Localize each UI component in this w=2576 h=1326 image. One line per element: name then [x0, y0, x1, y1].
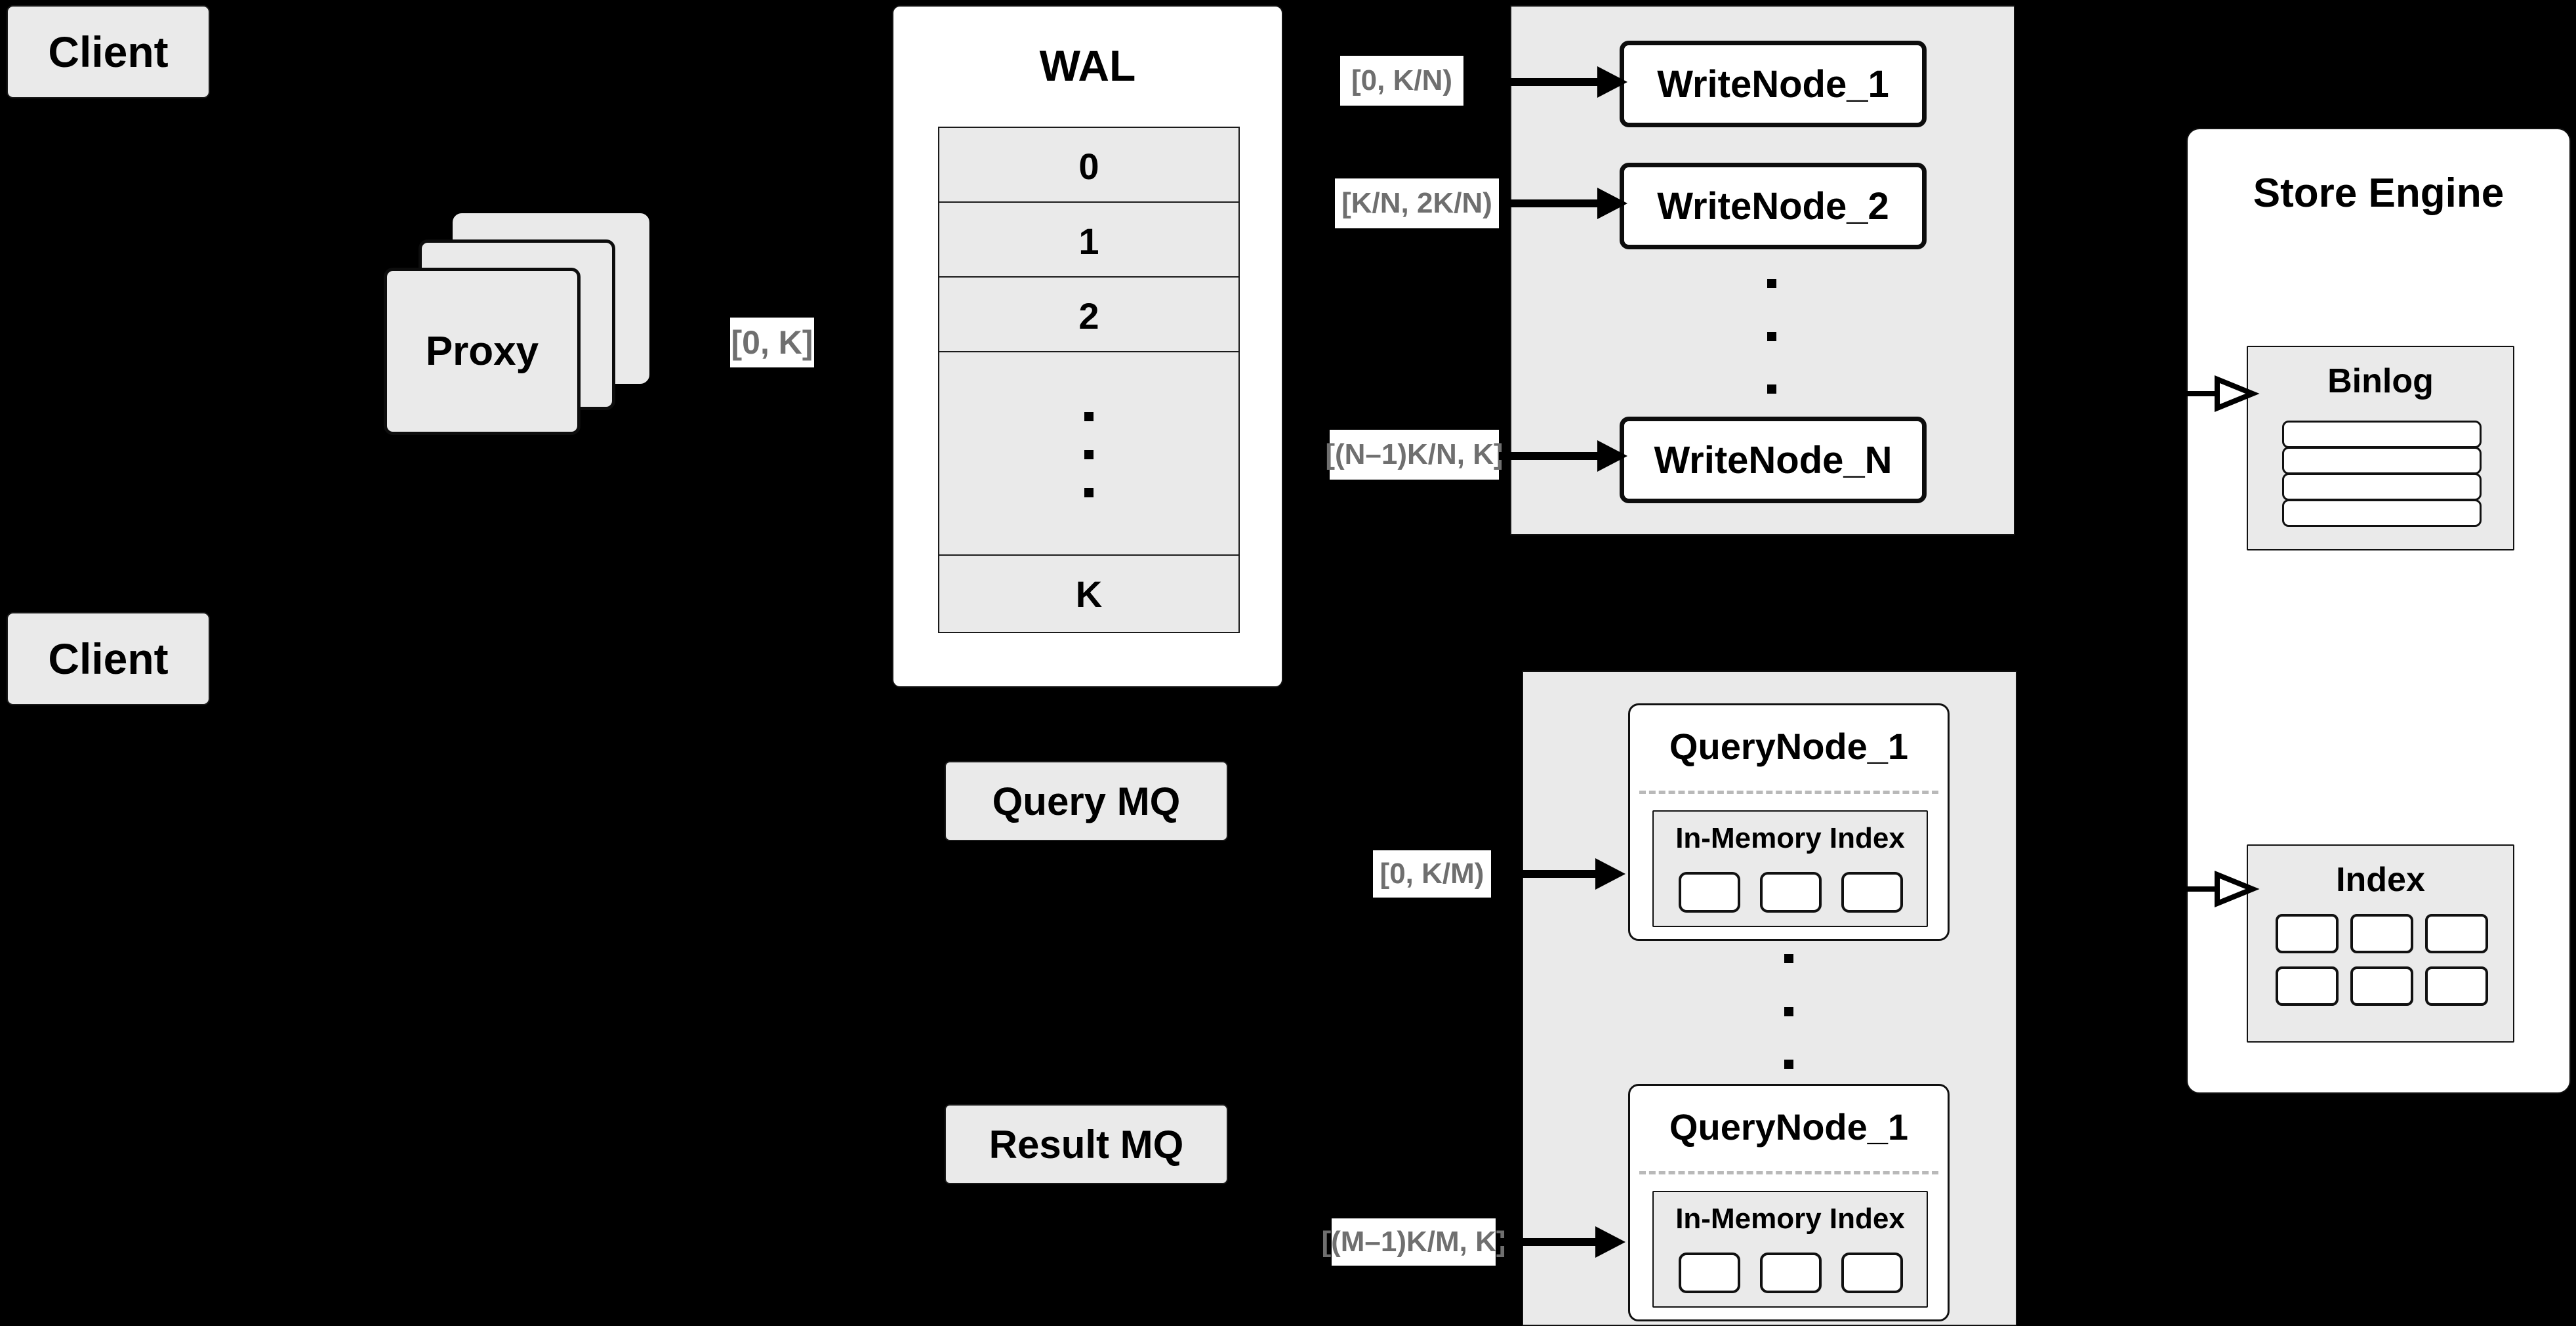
query-mq-box[interactable]: Query MQ: [945, 761, 1228, 841]
index-segment[interactable]: [1679, 1253, 1740, 1293]
write-node-2-arrow: [1499, 188, 1627, 219]
index-cell[interactable]: [2350, 966, 2413, 1006]
index-segment[interactable]: [1760, 1253, 1822, 1293]
write-node-label: WriteNode_2: [1657, 184, 1889, 228]
write-node-1-range-label: [0, K/N): [1340, 56, 1463, 106]
in-memory-index-1: In-Memory Index: [1652, 810, 1928, 927]
wal-panel: WAL 0 1 2 K: [892, 5, 1283, 688]
client-label: Client: [48, 634, 169, 683]
index-cell[interactable]: [2425, 966, 2488, 1006]
client-box-top[interactable]: Client: [7, 5, 210, 98]
wal-entry[interactable]: K: [938, 554, 1240, 633]
write-cluster-panel: WriteNode_1 WriteNode_2 WriteNode_N: [1510, 5, 2015, 535]
result-mq-box[interactable]: Result MQ: [945, 1104, 1228, 1184]
write-node-1[interactable]: WriteNode_1: [1620, 41, 1927, 127]
write-node-label: WriteNode_1: [1657, 62, 1889, 106]
write-node-label: WriteNode_N: [1654, 438, 1892, 482]
query-node-2-arrow: [1497, 1226, 1625, 1258]
index-segment[interactable]: [1841, 872, 1903, 913]
write-node-2-range-label: [K/N, 2K/N): [1335, 178, 1499, 228]
binlog-row[interactable]: [2282, 499, 2482, 527]
query-node-ellipsis-icon: [1779, 954, 1799, 1069]
binlog-row[interactable]: [2282, 447, 2482, 474]
range-text: [0, K/N): [1351, 64, 1452, 96]
binlog-row[interactable]: [2282, 421, 2482, 448]
wal-entry-ellipsis: [938, 351, 1240, 558]
wal-entry-label: K: [1075, 573, 1103, 615]
wal-entry[interactable]: 2: [938, 276, 1240, 355]
query-node-divider: [1639, 1171, 1938, 1174]
write-node-2[interactable]: WriteNode_2: [1620, 163, 1927, 249]
query-node-label: QueryNode_1: [1669, 1106, 1909, 1148]
index-cell[interactable]: [2350, 914, 2413, 953]
index-segment[interactable]: [1760, 872, 1822, 913]
wal-entry[interactable]: 1: [938, 201, 1240, 280]
wal-entry-list: 0 1 2 K: [938, 127, 1240, 633]
query-cluster-panel: QueryNode_1 In-Memory Index QueryNode_1 …: [1522, 671, 2017, 1326]
query-node-divider: [1639, 791, 1938, 794]
write-node-n-range-label: [(N–1)K/N, K]: [1325, 430, 1503, 480]
binlog-inbound-arrow: [2178, 375, 2260, 412]
query-node-1-arrow: [1497, 858, 1625, 890]
index-cell[interactable]: [2276, 914, 2339, 953]
index-segment[interactable]: [1679, 872, 1740, 913]
range-text: [(N–1)K/N, K]: [1325, 438, 1503, 470]
in-memory-index-title: In-Memory Index: [1675, 822, 1905, 854]
index-cell[interactable]: [2276, 966, 2339, 1006]
client-label: Client: [48, 28, 169, 76]
proxy-stack[interactable]: Proxy: [384, 213, 679, 435]
in-memory-index-2: In-Memory Index: [1652, 1191, 1928, 1308]
wal-entry-label: 1: [1078, 220, 1099, 262]
in-memory-index-title: In-Memory Index: [1675, 1203, 1905, 1235]
index-inbound-arrow: [2178, 871, 2260, 907]
index-panel: Index: [2247, 844, 2514, 1043]
query-node-label: QueryNode_1: [1669, 726, 1909, 767]
wal-entry-label: 0: [1078, 145, 1099, 187]
index-title: Index: [2336, 861, 2425, 899]
binlog-row[interactable]: [2282, 473, 2482, 501]
wal-entry[interactable]: 0: [938, 127, 1240, 205]
query-node-2[interactable]: QueryNode_1 In-Memory Index: [1628, 1084, 1950, 1321]
store-engine-title: Store Engine: [2253, 171, 2504, 216]
query-node-1[interactable]: QueryNode_1 In-Memory Index: [1628, 703, 1950, 941]
query-node-1-range-label: [0, K/M): [1373, 850, 1491, 898]
range-text: [K/N, 2K/N): [1341, 187, 1492, 219]
proxy-card-front[interactable]: Proxy: [384, 268, 581, 435]
result-mq-label: Result MQ: [989, 1122, 1184, 1167]
write-node-1-arrow: [1499, 66, 1627, 98]
wal-entry-label: 2: [1078, 295, 1099, 337]
range-text: [(M–1)K/M, K]: [1321, 1226, 1506, 1258]
proxy-label: Proxy: [425, 329, 539, 374]
write-node-ellipsis-icon: [1762, 279, 1782, 394]
index-cell[interactable]: [2425, 914, 2488, 953]
binlog-title: Binlog: [2327, 362, 2434, 400]
write-node-n[interactable]: WriteNode_N: [1620, 417, 1927, 503]
proxy-range-text: [0, K]: [731, 324, 813, 361]
index-segment[interactable]: [1841, 1253, 1903, 1293]
proxy-range-label: [0, K]: [730, 318, 814, 367]
client-box-bottom[interactable]: Client: [7, 612, 210, 705]
query-node-2-range-label: [(M–1)K/M, K]: [1321, 1218, 1506, 1266]
store-engine-panel: Store Engine Binlog Index: [2186, 128, 2571, 1094]
vertical-ellipsis-icon: [1084, 412, 1094, 497]
binlog-panel: Binlog: [2247, 346, 2514, 550]
wal-title: WAL: [1039, 41, 1136, 90]
range-text: [0, K/M): [1380, 858, 1484, 890]
write-node-n-arrow: [1499, 440, 1627, 472]
query-mq-label: Query MQ: [992, 779, 1181, 823]
